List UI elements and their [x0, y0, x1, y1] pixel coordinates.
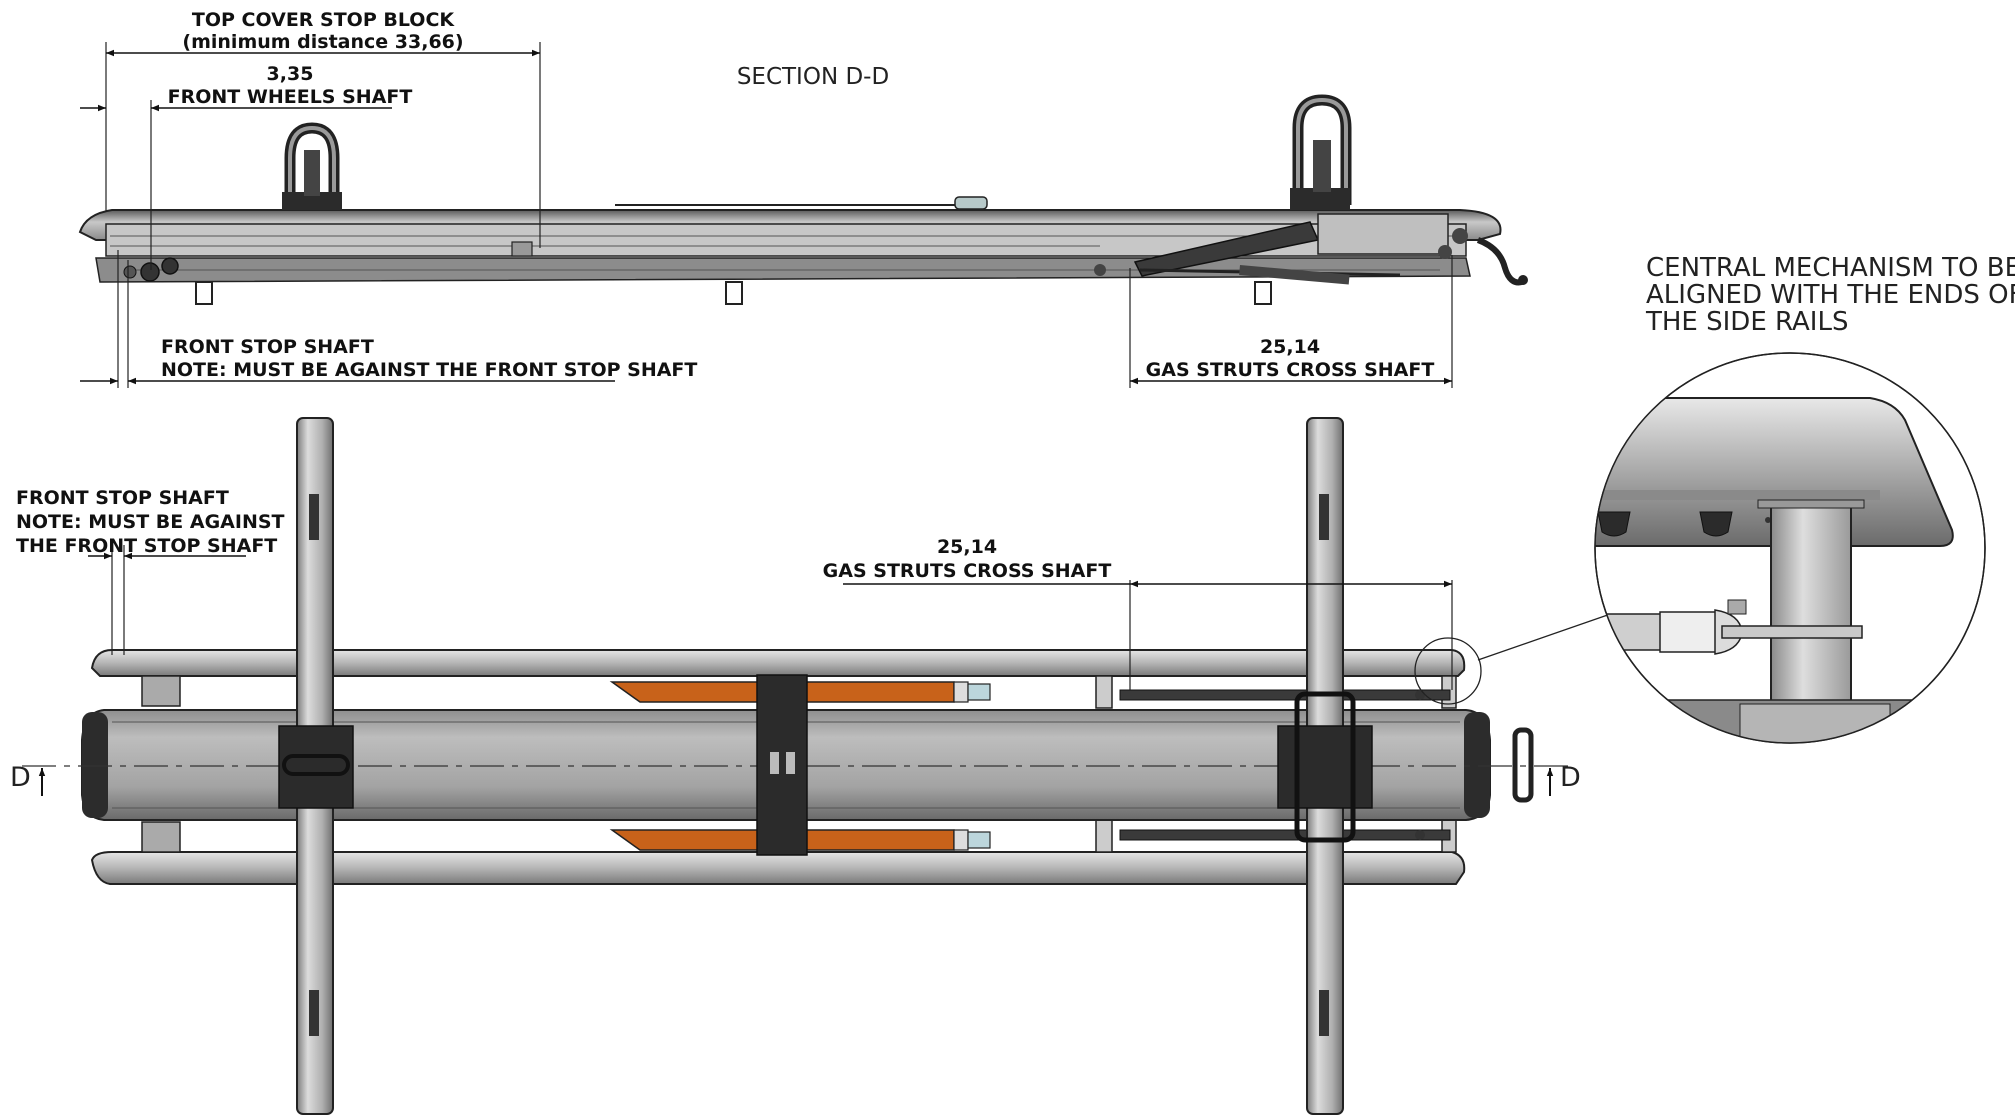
front-wheels-shaft-value: 3,35: [267, 63, 314, 85]
side-view-section: TOP COVER STOP BLOCK (minimum distance 3…: [78, 9, 1528, 388]
top-cover-stop-block-note: (minimum distance 33,66): [182, 31, 463, 53]
top-front-stop-shaft-line1: FRONT STOP SHAFT: [16, 487, 229, 509]
side-view-stop-block: [511, 241, 533, 257]
top-view-left-mount-block: [278, 725, 354, 809]
side-front-stop-shaft-label: FRONT STOP SHAFT: [161, 336, 374, 358]
section-marker-right: D: [1560, 762, 1581, 793]
section-marker-left: D: [10, 762, 31, 793]
side-view-right-u-bracket: [1290, 94, 1352, 210]
detail-callout-line3: THE SIDE RAILS: [1645, 307, 1848, 337]
top-gas-struts-value: 25,14: [937, 536, 997, 558]
front-wheels-shaft-label: FRONT WHEELS SHAFT: [168, 86, 413, 108]
side-front-stop-shaft-note: NOTE: MUST BE AGAINST THE FRONT STOP SHA…: [161, 359, 697, 381]
top-view-orange-slides: [609, 681, 991, 851]
side-view-foot-left: [195, 281, 213, 305]
side-view-front-wheel-2: [161, 257, 179, 275]
detail-indicator-circle: [1414, 637, 1482, 705]
top-cover-stop-block-title: TOP COVER STOP BLOCK: [192, 9, 456, 31]
top-gas-struts-label: GAS STRUTS CROSS SHAFT: [823, 560, 1112, 582]
side-view-rod-handle: [954, 196, 988, 210]
top-view-lower-side-rail: [90, 851, 1466, 885]
side-view-gas-strut-mechanism: [1094, 213, 1528, 286]
top-view: D D FRONT STOP SHAFT NOTE: MUST BE AGAIN…: [10, 417, 1623, 1115]
side-view-foot-mid: [725, 281, 743, 305]
top-view-gas-struts: [1119, 689, 1451, 841]
side-view-left-u-bracket: [282, 122, 342, 210]
detail-callout-line2: ALIGNED WITH THE ENDS OF: [1646, 280, 2015, 310]
detail-view: CENTRAL MECHANISM TO BE ALIGNED WITH THE…: [1594, 253, 2015, 744]
side-view-foot-right: [1254, 281, 1272, 305]
side-gas-struts-value: 25,14: [1260, 336, 1320, 358]
side-gas-struts-label: GAS STRUTS CROSS SHAFT: [1146, 359, 1435, 381]
detail-callout-line1: CENTRAL MECHANISM TO BE: [1646, 253, 2015, 283]
top-front-stop-shaft-line3: THE FRONT STOP SHAFT: [16, 535, 277, 557]
side-view-front-wheel-1: [140, 262, 160, 282]
top-view-right-mount-block: [1277, 725, 1373, 809]
top-front-stop-shaft-line2: NOTE: MUST BE AGAINST: [16, 511, 285, 533]
top-view-central-mount: [756, 674, 808, 856]
top-view-end-handle: [1512, 727, 1534, 803]
section-title: SECTION D-D: [737, 64, 889, 90]
